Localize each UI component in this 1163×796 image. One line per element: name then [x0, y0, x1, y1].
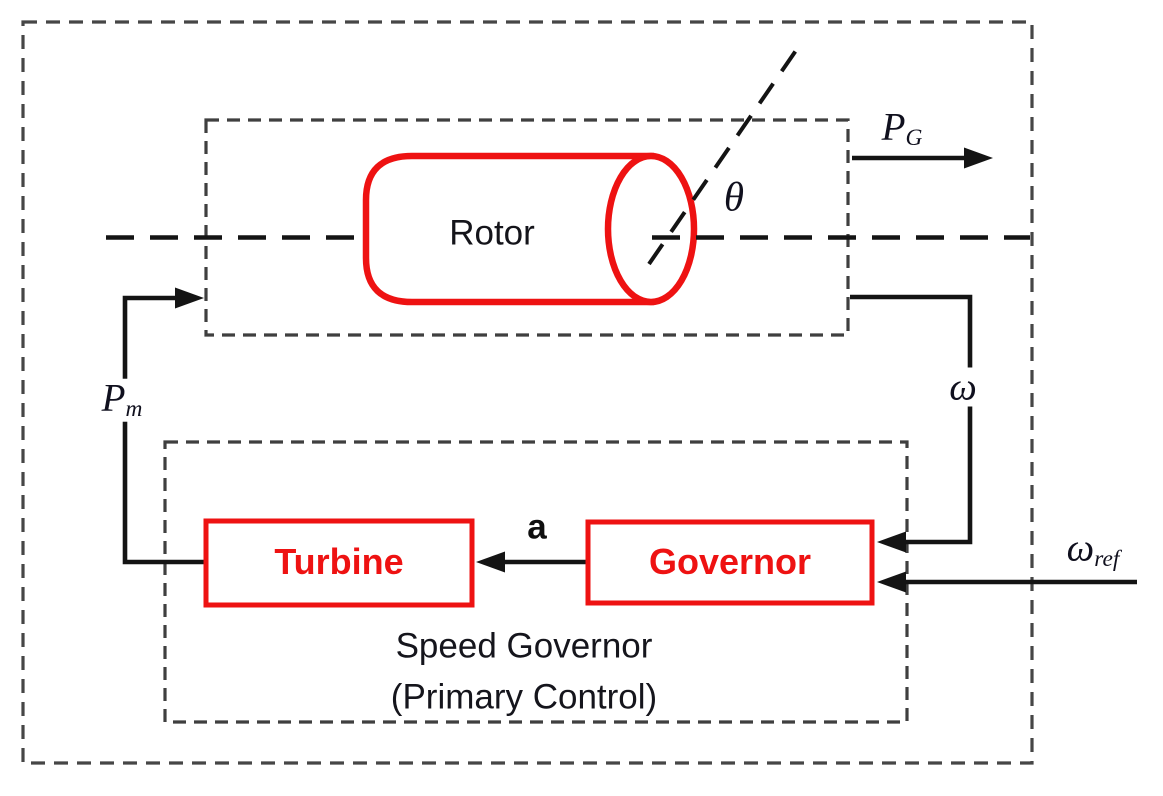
pg-label-main: P [882, 106, 906, 149]
governor-label: Governor [649, 544, 811, 580]
rotor-label: Rotor [449, 216, 535, 251]
pm-label: Pm [98, 379, 147, 422]
rotor-angle-diagonal-line [649, 49, 797, 264]
pg-label: PG [882, 108, 923, 151]
pm-label-main: P [102, 377, 126, 420]
omega-ref-label-main: ω [1067, 527, 1095, 570]
turbine-label: Turbine [274, 544, 403, 580]
omega-signal-line [850, 297, 970, 542]
pg-arrowhead [964, 148, 993, 169]
speed-governor-caption-line1: Speed Governor [396, 629, 653, 664]
omega-ref-label: ωref [1067, 529, 1120, 572]
governor-to-turbine-arrowhead [476, 552, 505, 573]
speed-governor-caption-line2: (Primary Control) [391, 680, 657, 715]
pg-label-sub: G [905, 125, 922, 151]
pm-label-sub: m [125, 396, 142, 422]
pm-arrowhead [175, 288, 204, 309]
a-signal-label: a [527, 510, 546, 545]
omega-label-main: ω [949, 366, 977, 409]
theta-label-main: θ [724, 174, 744, 220]
omega-ref-label-sub: ref [1094, 546, 1119, 572]
omega-arrowhead [877, 532, 906, 553]
theta-label: θ [724, 177, 744, 218]
omega-ref-arrowhead [877, 572, 906, 593]
omega-label: ω [945, 368, 981, 407]
rotor-cylinder-face [608, 156, 694, 302]
